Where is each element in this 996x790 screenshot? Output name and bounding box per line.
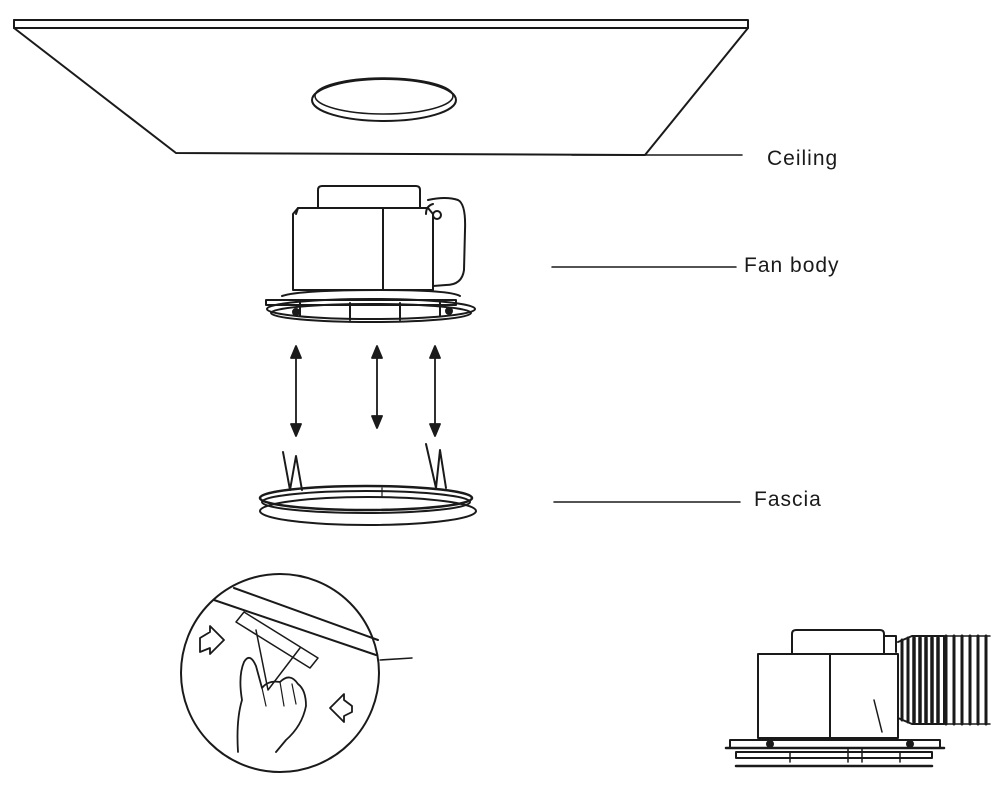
assembly-arrows (290, 345, 441, 437)
ceiling-label: Ceiling (767, 147, 839, 170)
double-arrow-center (371, 345, 383, 429)
fan-body-label: Fan body (744, 254, 840, 277)
double-arrow-left (290, 345, 302, 437)
fan-body (265, 185, 476, 323)
double-arrow-right (429, 345, 441, 437)
assembled-fan-side-view (724, 629, 991, 768)
fascia (258, 443, 477, 526)
detail-magnifier (180, 573, 413, 773)
fascia-label: Fascia (754, 488, 822, 511)
ceiling-panel (13, 19, 749, 156)
